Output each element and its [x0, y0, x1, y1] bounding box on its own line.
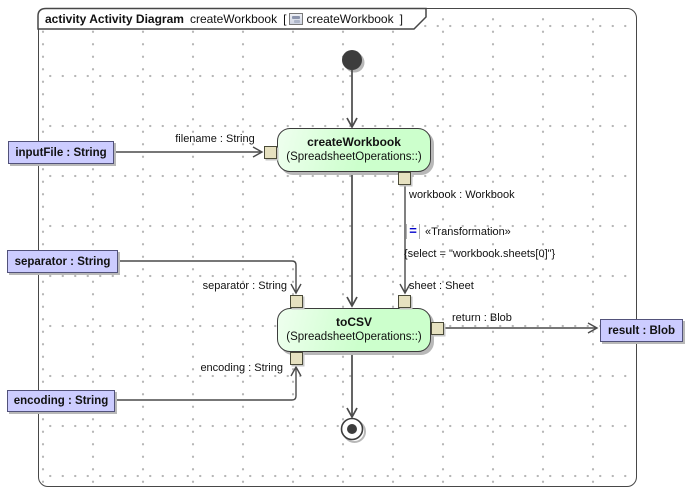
frame-close-bracket: ] — [399, 12, 403, 26]
pin-return-output[interactable] — [431, 322, 444, 335]
edge-label-workbook[interactable]: workbook : Workbook — [409, 189, 515, 201]
action-createworkbook-subtitle: (SpreadsheetOperations::) — [286, 151, 422, 163]
transformation-equals-icon: = — [406, 224, 420, 239]
edge-label-transformation-stereotype[interactable]: «Transformation» — [425, 226, 511, 238]
pin-sheet-input[interactable] — [398, 295, 411, 308]
activity-diagram-icon — [289, 13, 304, 25]
edge-return-to-result[interactable] — [444, 322, 599, 334]
parameter-separator[interactable]: separator : String — [7, 250, 118, 273]
edge-label-filename[interactable]: filename : String — [175, 133, 255, 145]
frame-kind-label: activity Activity Diagram — [45, 12, 184, 26]
pin-separator-input[interactable] — [290, 295, 303, 308]
pin-workbook-output[interactable] — [398, 172, 411, 185]
action-tocsv-subtitle: (SpreadsheetOperations::) — [286, 331, 422, 343]
diagram-frame[interactable] — [38, 8, 637, 487]
parameter-result[interactable]: result : Blob — [600, 319, 683, 342]
action-createworkbook[interactable]: createWorkbook (SpreadsheetOperations::) — [277, 128, 431, 172]
edge-inputfile-to-filename-pin[interactable] — [114, 146, 264, 158]
parameter-inputfile[interactable]: inputFile : String — [8, 141, 114, 164]
edge-initial-to-createworkbook[interactable] — [346, 70, 358, 129]
frame-diagram-name: createWorkbook — [189, 12, 278, 26]
edge-label-return[interactable]: return : Blob — [452, 312, 512, 324]
edge-separator-to-pin[interactable] — [118, 260, 302, 295]
edge-createworkbook-to-tocsv[interactable] — [346, 172, 358, 308]
frame-ref-name: createWorkbook — [306, 12, 394, 26]
pin-encoding-input[interactable] — [290, 352, 303, 365]
frame-open-bracket: [ — [283, 12, 287, 26]
edge-label-encoding[interactable]: encoding : String — [200, 362, 283, 374]
edge-workbook-to-sheet[interactable] — [399, 185, 411, 295]
frame-title-pentagon — [37, 7, 427, 30]
edge-label-sheet[interactable]: sheet : Sheet — [409, 280, 474, 292]
action-tocsv-title: toCSV — [336, 315, 372, 329]
action-createworkbook-title: createWorkbook — [307, 135, 401, 149]
edge-encoding-to-pin[interactable] — [115, 365, 302, 401]
final-node-dot — [347, 424, 357, 434]
frame-title: activity Activity Diagram createWorkbook [… — [45, 9, 403, 29]
edge-label-select-constraint[interactable]: {select = "workbook.sheets[0]"} — [404, 248, 556, 260]
edge-tocsv-to-final[interactable] — [346, 352, 358, 419]
action-tocsv[interactable]: toCSV (SpreadsheetOperations::) — [277, 308, 431, 352]
edge-label-separator[interactable]: separator : String — [202, 280, 287, 292]
initial-node[interactable] — [342, 50, 362, 70]
parameter-encoding[interactable]: encoding : String — [7, 390, 115, 412]
pin-filename-input[interactable] — [264, 146, 277, 159]
